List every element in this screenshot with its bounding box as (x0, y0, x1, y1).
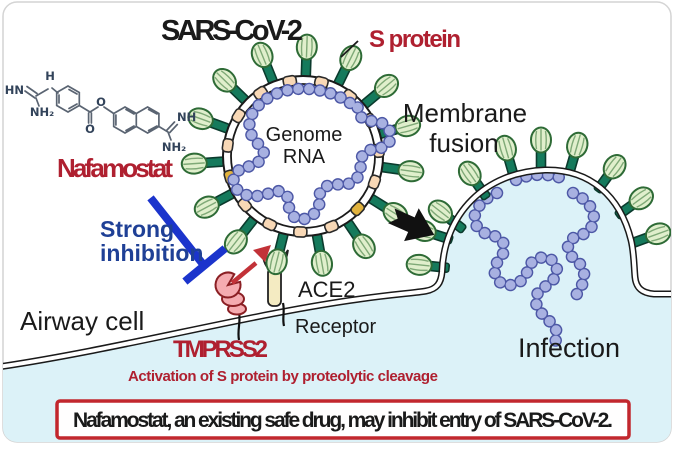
s-protein-pointer-line (340, 40, 359, 58)
virus-particle: Genome RNA (180, 33, 426, 279)
infection-label: Infection (518, 333, 620, 363)
ace2-label: ACE2 (298, 277, 355, 302)
tmprss2-protein (214, 271, 247, 316)
receptor-label: Receptor (295, 316, 376, 338)
chem-label-nh2-right: NH₂ (162, 140, 186, 154)
chem-label-nh2-left: NH₂ (30, 105, 54, 119)
nafamostat-label: Nafamostat (57, 153, 173, 183)
chem-label-o-carbonyl: O (85, 122, 95, 136)
activation-note-label: Activation of S protein by proteolytic c… (128, 368, 438, 385)
chem-label-hn: HN (5, 83, 24, 97)
membrane-fusion-label-line2: fusion (429, 128, 498, 158)
s-protein-label: S protein (369, 26, 461, 53)
activation-arrow (230, 245, 271, 285)
genome-rna-label-line2: RNA (283, 146, 326, 168)
conclusion-text: Nafamostat, an existing safe drug, may i… (73, 409, 613, 432)
strong-inhibition-label: Strong (100, 216, 174, 242)
fusion-arrow (388, 208, 435, 242)
chem-label-h: H (45, 69, 55, 83)
ace2-anchor-tail (281, 302, 286, 327)
airway-cell-label: Airway cell (20, 306, 144, 336)
tmprss2-label: TMPRSS2 (173, 336, 268, 363)
figure-title: SARS-CoV-2 (161, 15, 303, 47)
chem-label-nh: NH (177, 110, 196, 124)
membrane-fusion-label: Membrane (403, 98, 527, 128)
conclusion-box: Nafamostat, an existing safe drug, may i… (55, 399, 631, 440)
inhibition-symbol (147, 195, 228, 285)
cell-membrane (3, 166, 671, 371)
genome-rna-label: Genome (266, 124, 343, 146)
strong-inhibition-label-line2: inhibition (100, 240, 203, 266)
chem-label-o-ester: O (96, 95, 106, 109)
nafamostat-structure: HN H NH₂ O O NH NH₂ (5, 69, 197, 154)
